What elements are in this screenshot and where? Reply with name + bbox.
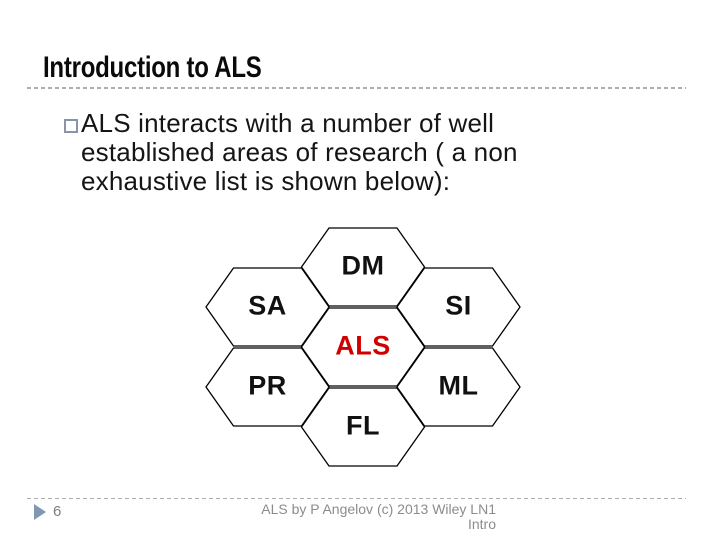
- hex-label-ml: ML: [438, 370, 479, 401]
- hex-label-si: SI: [445, 290, 472, 321]
- hex-cell-pr: [205, 347, 330, 427]
- page-number: 6: [53, 503, 62, 520]
- hex-label-als: ALS: [335, 330, 391, 361]
- page-arrow-icon: [34, 504, 46, 520]
- hex-label-pr: PR: [248, 370, 287, 401]
- hex-cell-sa: [205, 267, 330, 347]
- footer-section-line: Intro: [467, 516, 496, 532]
- bullet-text-line: ALS interacts with a number of well: [81, 108, 495, 138]
- footer-credit-line: ALS by P Angelov (c) 2013 Wiley LN1: [261, 501, 496, 517]
- footer-divider-rule: [27, 498, 686, 499]
- bullet-text-line: exhaustive list is shown below):: [81, 166, 451, 196]
- footer-credit: ALS by P Angelov (c) 2013 Wiley LN1 Intr…: [261, 502, 496, 532]
- hex-cell-fl: [300, 387, 426, 467]
- bullet-square-icon: [64, 119, 78, 133]
- body-text-block: ALS interacts with a number of well esta…: [64, 109, 594, 196]
- hexagon-diagram: [205, 227, 521, 467]
- hex-label-fl: FL: [346, 410, 380, 441]
- title-divider-rule: [27, 87, 686, 89]
- hex-label-dm: DM: [341, 250, 385, 281]
- hex-label-sa: SA: [248, 290, 287, 321]
- page-title: Introduction to ALS: [43, 51, 262, 84]
- bullet-text: ALS interacts with a number of well esta…: [64, 109, 594, 196]
- bullet-text-line: established areas of research ( a non: [81, 137, 518, 167]
